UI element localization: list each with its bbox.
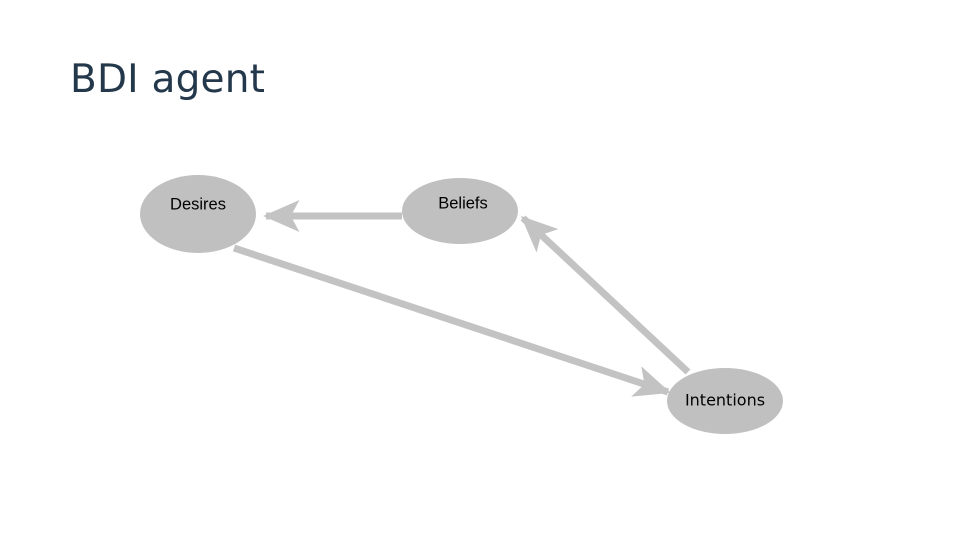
edge-intentions-to-beliefs[interactable]	[520, 215, 691, 375]
node-beliefs-shape[interactable]	[402, 178, 518, 244]
node-desires[interactable]: Desires	[140, 175, 256, 253]
node-beliefs[interactable]: Beliefs	[402, 178, 518, 244]
node-desires-shape[interactable]	[140, 175, 256, 253]
node-beliefs-label: Beliefs	[438, 194, 488, 212]
edge-desires-to-intentions[interactable]	[232, 244, 671, 397]
node-desires-label: Desires	[170, 195, 226, 213]
diagram-edges	[232, 199, 691, 397]
node-intentions-label: Intentions	[685, 391, 765, 410]
diagram-nodes: Desires Beliefs Intentions	[140, 175, 783, 434]
node-intentions[interactable]: Intentions	[667, 368, 783, 434]
page-title: BDI agent	[70, 57, 266, 102]
node-intentions-shape[interactable]	[667, 368, 783, 434]
